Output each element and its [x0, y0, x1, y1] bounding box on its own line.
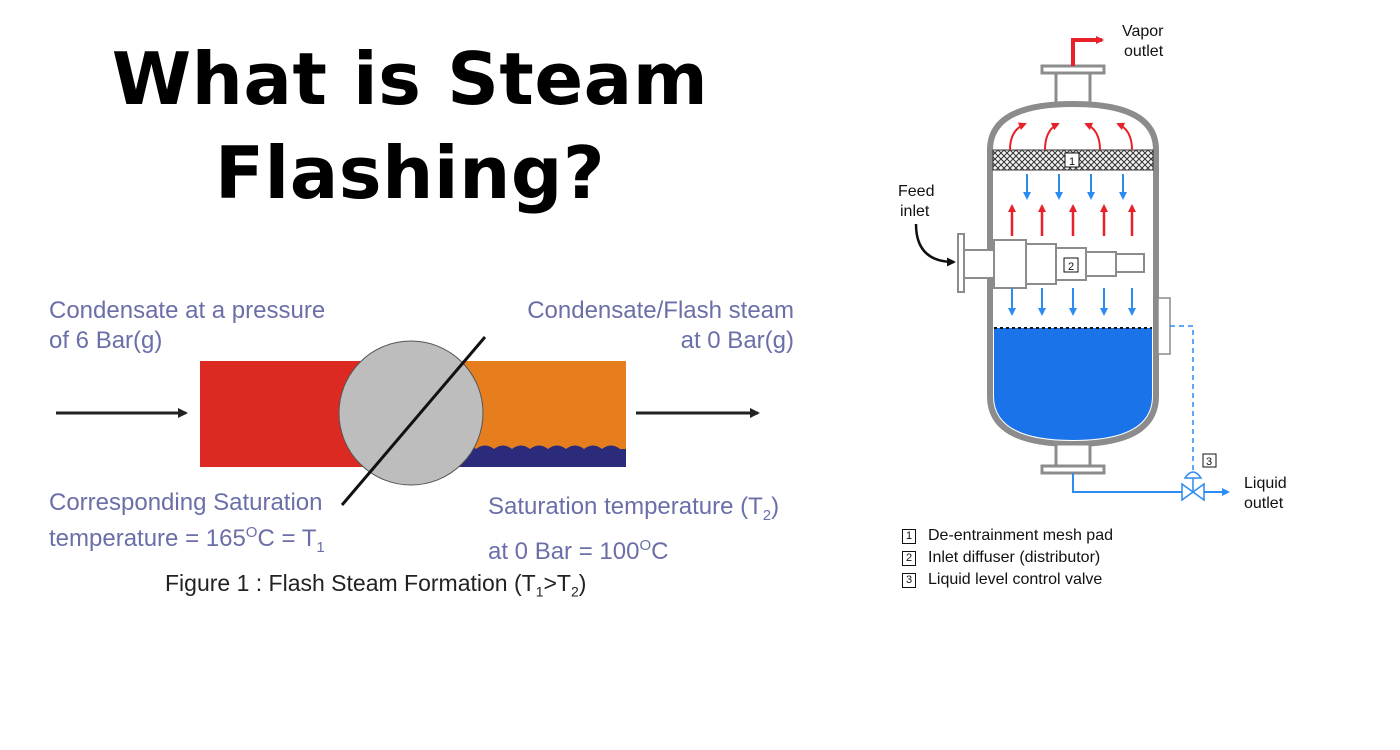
control-valve	[1181, 471, 1205, 502]
legend-text: Inlet diffuser (distributor)	[928, 549, 1101, 566]
legend-num: 1	[902, 528, 916, 544]
inlet-diffuser	[957, 233, 1145, 293]
condensate-liquid-level	[440, 445, 626, 467]
inlet-condensate-label: Condensate at a pressure of 6 Bar(g)	[49, 297, 326, 354]
vapor-outlet-arrow	[1071, 36, 1104, 66]
valve-disc-line	[340, 336, 487, 506]
legend-item: 2 Inlet diffuser (distributor)	[902, 547, 1113, 569]
control-signal-line	[1170, 325, 1194, 474]
level-sensor	[1157, 297, 1171, 355]
marker-1: 1	[1069, 156, 1075, 168]
liquid-outlet-pipe	[1072, 473, 1230, 496]
legend-item: 3 Liquid level control valve	[902, 569, 1113, 591]
marker-3-box	[1202, 453, 1217, 468]
outlet-condensate-label: Condensate/Flash steam at 0 Bar(g)	[527, 297, 794, 354]
vapor-exit-arrows	[1009, 122, 1133, 151]
legend-num: 3	[902, 572, 916, 588]
title-line-1: What is Steam	[111, 37, 709, 121]
feed-inlet-label-1: Feed	[898, 183, 934, 200]
feed-inlet-arrow	[914, 223, 956, 267]
legend-num: 2	[902, 550, 916, 566]
legend-text: De-entrainment mesh pad	[928, 527, 1113, 544]
legend-item: 1 De-entrainment mesh pad	[902, 525, 1113, 547]
vapor-outlet-label-2: outlet	[1124, 43, 1164, 60]
liquid-fall-arrows	[1008, 288, 1136, 316]
marker-3: 3	[1206, 456, 1212, 468]
outlet-temperature-label: Saturation temperature (T2) at 0 Bar = 1…	[488, 493, 780, 565]
vapor-nozzle	[1040, 64, 1106, 109]
marker-2-box	[1063, 257, 1079, 273]
vapor-outlet-label-1: Vapor	[1122, 23, 1164, 40]
legend-text: Liquid level control valve	[928, 571, 1103, 588]
flash-steam-diagram	[56, 336, 760, 506]
title-line-2: Flashing?	[214, 131, 606, 215]
separator-diagram: 1 2	[898, 23, 1287, 512]
liquid-outlet-label-2: outlet	[1244, 495, 1284, 512]
rising-vapor-arrows	[1008, 204, 1136, 236]
figure-caption: Figure 1 : Flash Steam Formation (T1>T2)	[165, 570, 587, 600]
separator-legend: 1 De-entrainment mesh pad 2 Inlet diffus…	[902, 525, 1113, 591]
valve-body	[338, 340, 484, 486]
marker-2: 2	[1068, 261, 1074, 273]
liquid-outlet-label-1: Liquid	[1244, 475, 1287, 492]
page-title: What is Steam Flashing?	[100, 32, 720, 220]
inlet-temperature-label: Corresponding Saturation temperature = 1…	[49, 489, 325, 556]
marker-1-box	[1064, 152, 1080, 168]
liquid-nozzle	[1040, 442, 1106, 475]
feed-inlet-label-2: inlet	[900, 203, 930, 220]
liquid-pool	[994, 328, 1152, 440]
droplet-arrows	[1023, 174, 1127, 200]
